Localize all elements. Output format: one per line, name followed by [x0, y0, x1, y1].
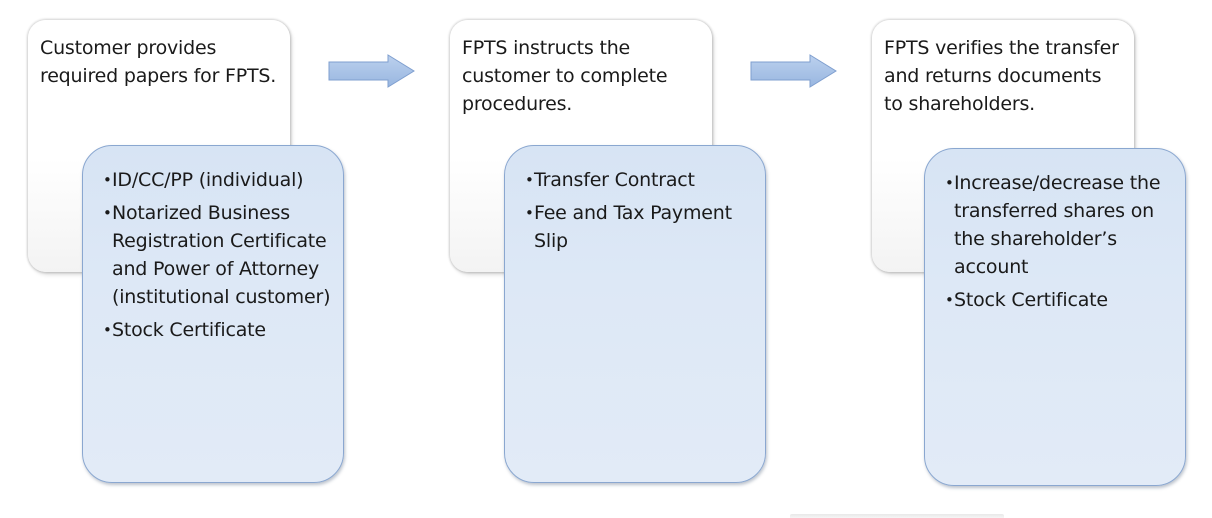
step-3-title: FPTS verifies the transfer and returns d…	[884, 37, 1119, 115]
right-arrow-icon	[328, 54, 415, 88]
bottom-divider	[790, 514, 1004, 518]
step-3-detail-item-1: Increase/decrease the transferred shares…	[945, 169, 1177, 281]
step-1-detail-item-2: Notarized Business Registration Certific…	[103, 199, 335, 311]
right-arrow-icon	[750, 54, 837, 88]
step-1-detail-item-3: Stock Certificate	[103, 316, 335, 344]
step-2-detail-item-1: Transfer Contract	[525, 166, 757, 194]
step-1-detail-item-1: ID/CC/PP (individual)	[103, 166, 335, 194]
step-2-detail-item-2: Fee and Tax Payment Slip	[525, 199, 757, 255]
step-1-detail-list: ID/CC/PP (individual) Notarized Business…	[103, 166, 335, 344]
step-1-details: ID/CC/PP (individual) Notarized Business…	[82, 145, 344, 483]
step-2-title: FPTS instructs the customer to complete …	[462, 37, 668, 115]
step-3-detail-list: Increase/decrease the transferred shares…	[945, 169, 1177, 314]
step-2-details: Transfer Contract Fee and Tax Payment Sl…	[504, 145, 766, 483]
step-3-details: Increase/decrease the transferred shares…	[924, 148, 1186, 486]
step-1-title: Customer provides required papers for FP…	[40, 37, 277, 87]
step-3-detail-item-2: Stock Certificate	[945, 286, 1177, 314]
step-2-detail-list: Transfer Contract Fee and Tax Payment Sl…	[525, 166, 757, 255]
